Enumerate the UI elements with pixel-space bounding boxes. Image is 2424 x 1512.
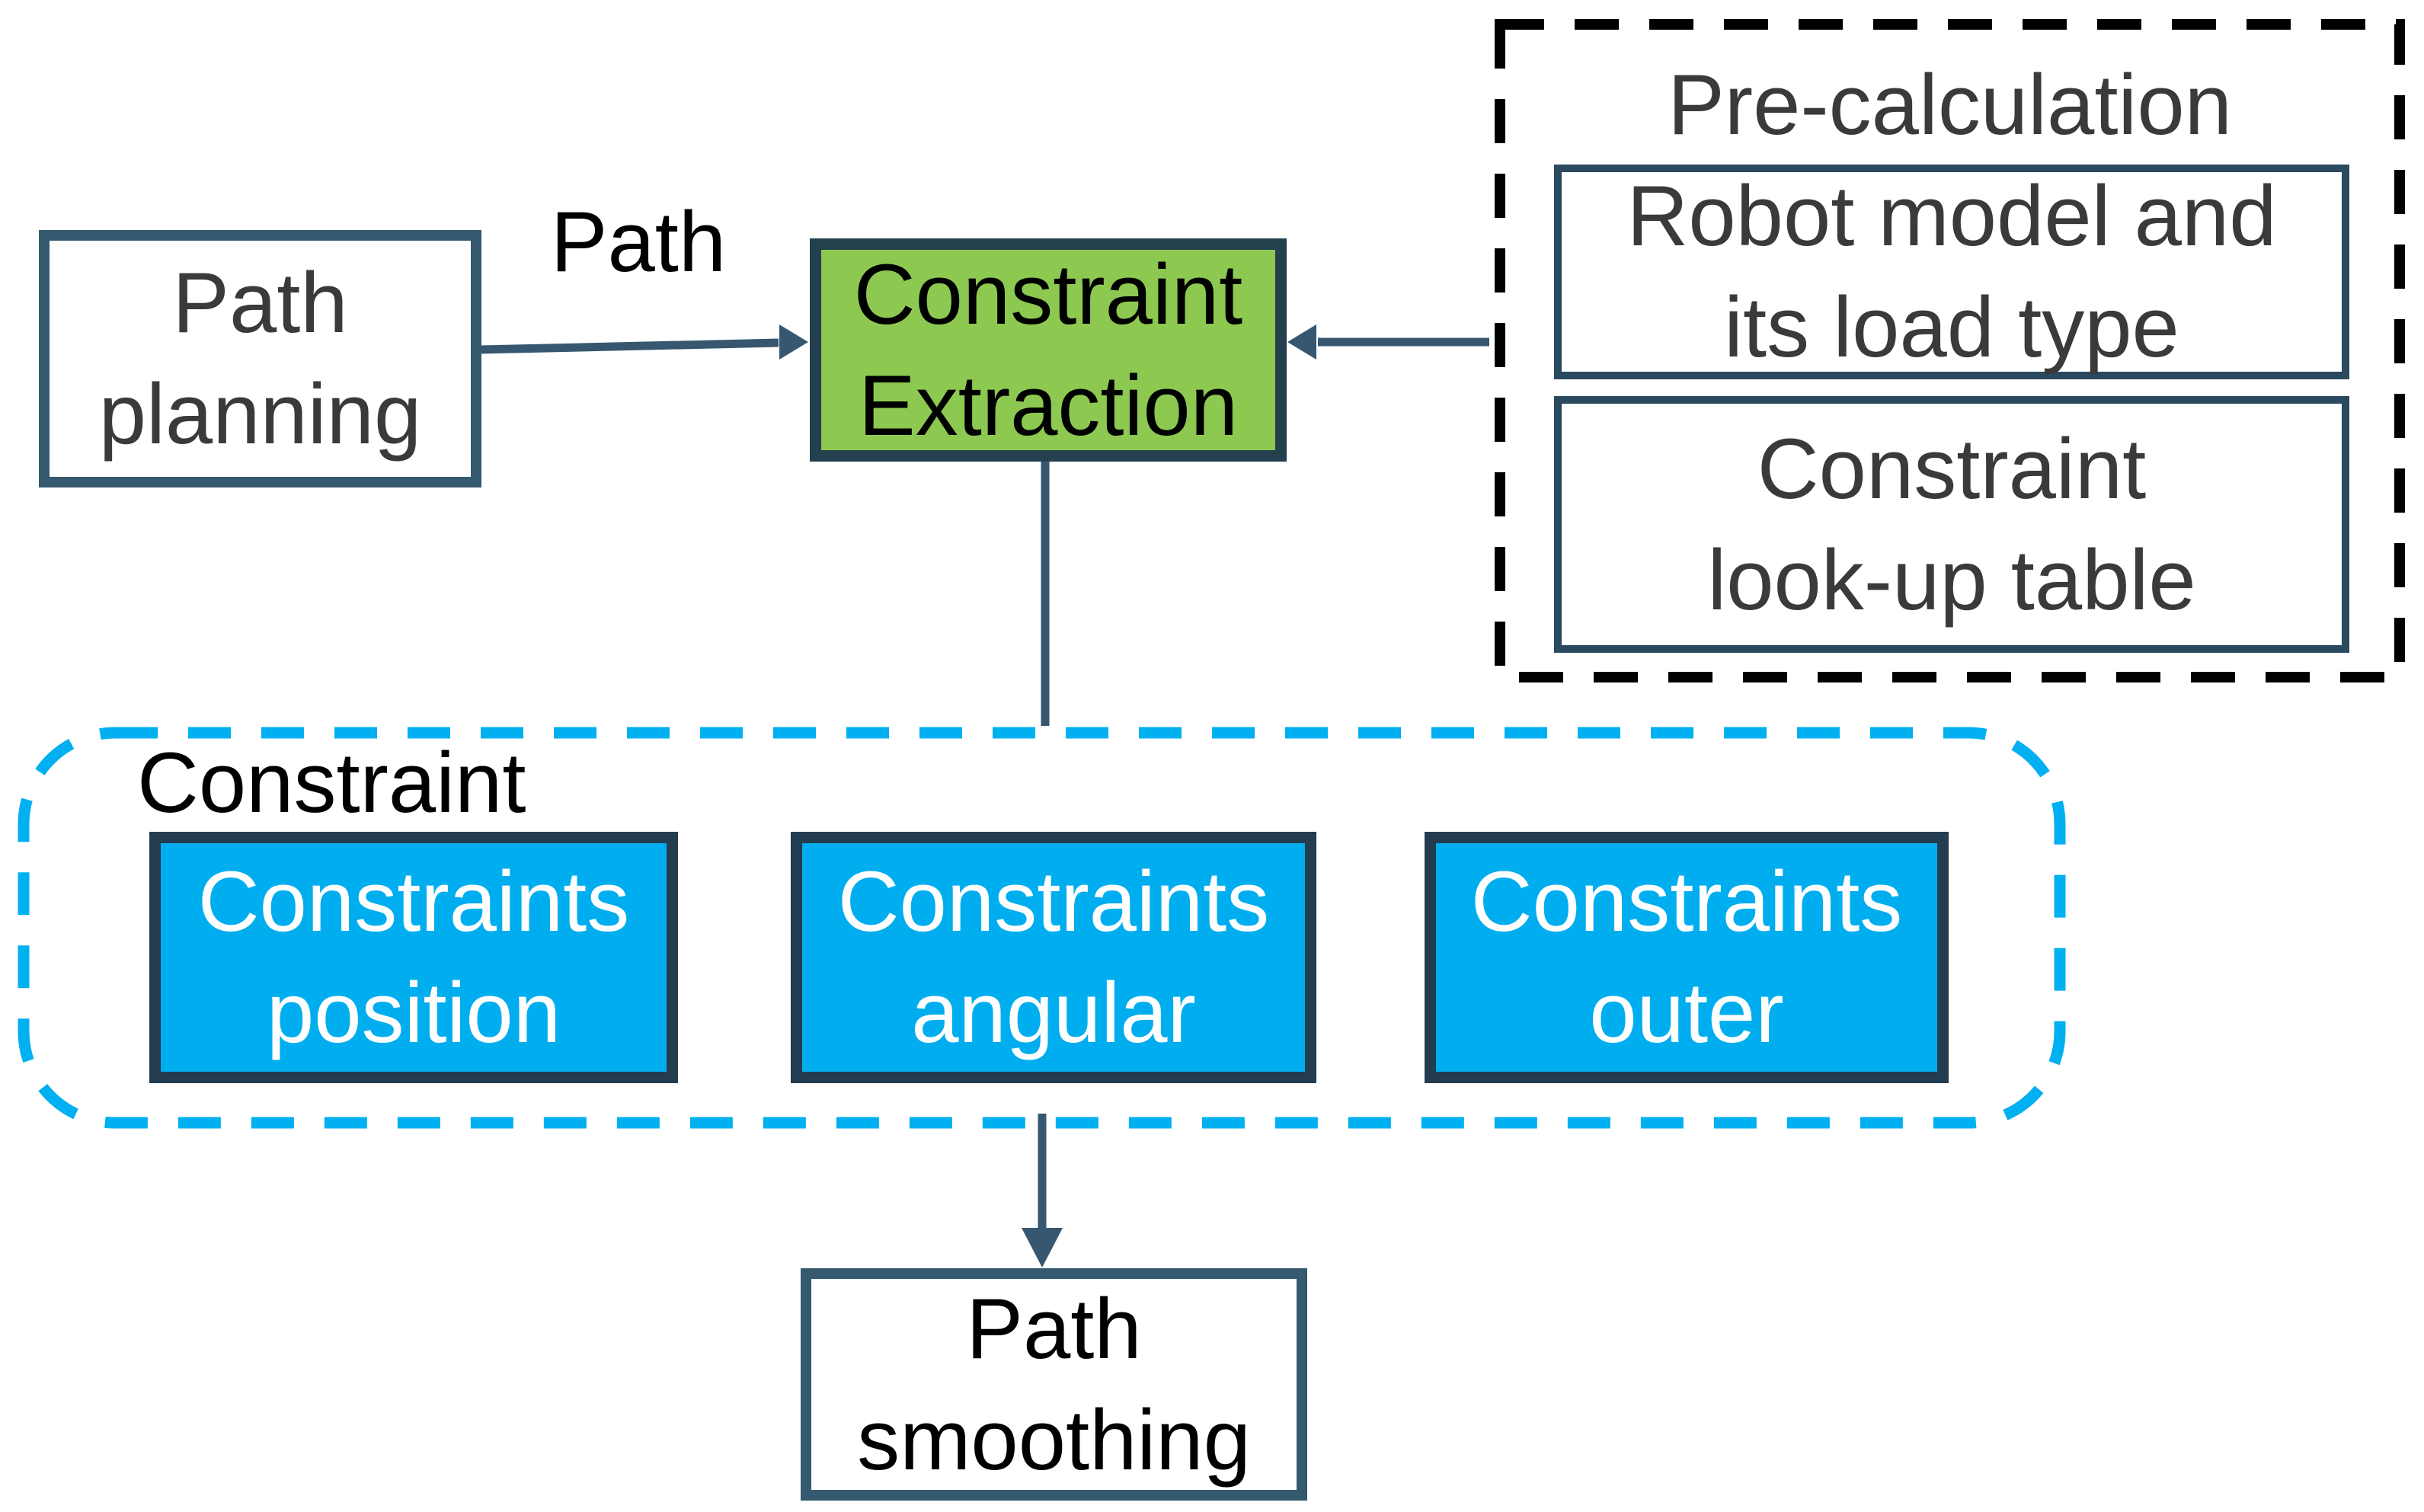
pre-calculation-group-title: Pre-calculation: [1668, 57, 2232, 152]
constraints-position-label-line1: Constraints: [197, 854, 630, 949]
constraint-lookup-table-box: Constraint look-up table: [1554, 396, 2349, 653]
edge-pathplanning-to-extraction: [481, 338, 779, 354]
robot-model-box: Robot model and its load type: [1554, 165, 2349, 379]
path-edge-label: Path: [550, 194, 727, 289]
constraint-lookup-table-label-line1: Constraint: [1757, 420, 2147, 516]
constraint-group-title: Constraint: [137, 735, 526, 830]
constraints-outer-box: Constraints outer: [1425, 832, 1949, 1083]
path-smoothing-box: Path smoothing: [801, 1268, 1307, 1501]
constraint-extraction-box: Constraint Extraction: [810, 238, 1287, 462]
pre-calculation-group-border: [1495, 19, 2405, 682]
constraints-outer-label-line2: outer: [1589, 965, 1784, 1060]
path-planning-box: Path planning: [39, 230, 481, 487]
path-planning-label-line2: planning: [98, 366, 422, 462]
path-planning-label-line1: Path: [172, 255, 348, 350]
robot-model-label-line2: its load type: [1724, 280, 2179, 375]
constraints-angular-box: Constraints angular: [791, 832, 1316, 1083]
arrowhead-into-extraction-right: [1287, 324, 1316, 360]
constraints-position-label-line2: position: [266, 965, 561, 1060]
constraint-lookup-table-label-line2: look-up table: [1707, 532, 2196, 628]
robot-model-label-line1: Robot model and: [1626, 168, 2277, 264]
arrowhead-into-extraction-left: [779, 324, 808, 360]
path-smoothing-label-line1: Path: [966, 1280, 1142, 1376]
constraints-position-box: Constraints position: [149, 832, 678, 1083]
constraint-extraction-label-line2: Extraction: [859, 357, 1238, 453]
constraints-angular-label-line1: Constraints: [837, 854, 1270, 949]
constraint-extraction-label-line1: Constraint: [853, 246, 1243, 342]
constraints-angular-label-line2: angular: [911, 965, 1196, 1060]
path-smoothing-label-line2: smoothing: [857, 1392, 1251, 1488]
constraints-outer-label-line1: Constraints: [1470, 854, 1903, 949]
arrowhead-into-smoothing: [1022, 1228, 1063, 1267]
